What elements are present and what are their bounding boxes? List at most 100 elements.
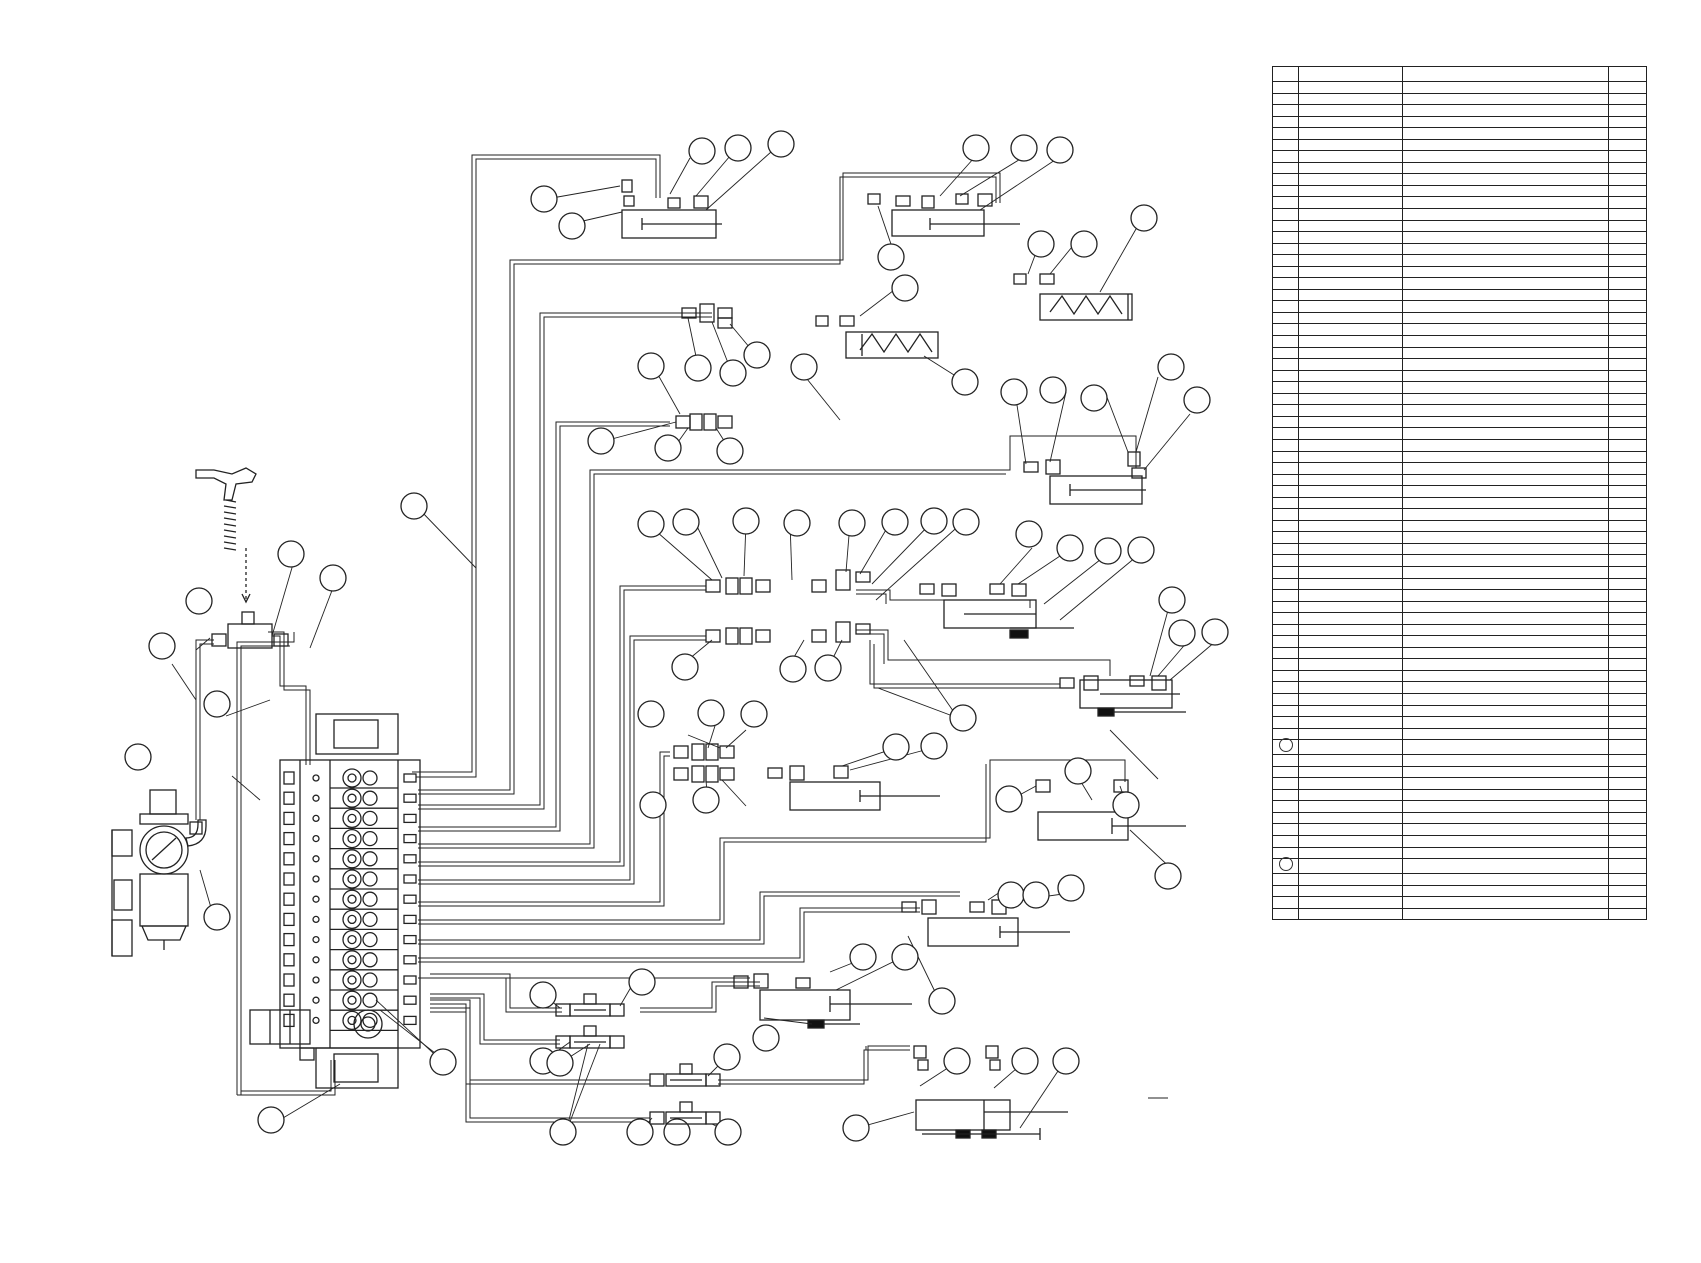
tube-fitting <box>767 767 783 779</box>
callout-bubble <box>838 509 866 537</box>
parts-table-cell <box>1608 392 1647 406</box>
parts-table-cell <box>1298 873 1403 886</box>
parts-table-cell <box>1608 254 1647 267</box>
tube-fitting <box>609 1035 625 1049</box>
parts-table-cell <box>1272 127 1299 140</box>
parts-table-cell <box>1298 335 1403 348</box>
parts-table-cell <box>1608 777 1647 790</box>
callout-bubble <box>881 508 909 536</box>
parts-table-row <box>1272 873 1647 886</box>
tube-fitting <box>623 195 635 207</box>
parts-table-cell <box>1608 565 1647 579</box>
leader-line <box>282 1083 341 1119</box>
solenoid-block <box>283 912 295 927</box>
parts-table-cell <box>1402 300 1609 313</box>
port-coil-center <box>347 934 357 945</box>
parts-table-cell <box>1298 565 1403 579</box>
leader-line <box>607 421 677 441</box>
parts-table-cell <box>1608 823 1647 836</box>
parts-table-cell <box>1608 473 1647 487</box>
cylinders <box>621 209 1186 1140</box>
parts-table-cell <box>1608 104 1647 117</box>
parts-table-cell <box>1402 658 1609 671</box>
port-coil-center <box>347 955 357 965</box>
parts-table-cell <box>1298 858 1403 875</box>
parts-table-cell <box>1298 254 1403 267</box>
parts-table-cell <box>1608 288 1647 302</box>
parts-table <box>1272 66 1647 921</box>
parts-table-cell <box>1298 219 1403 233</box>
tube-fitting <box>691 765 705 783</box>
port-coil-center <box>347 833 357 844</box>
tube-fitting <box>703 413 717 431</box>
parts-table-cell <box>1298 811 1403 825</box>
tube-fitting <box>739 627 753 645</box>
tube-fitting <box>955 193 969 205</box>
parts-table-cell <box>1298 450 1403 464</box>
parts-table-cell <box>1402 635 1609 648</box>
parts-table-cell <box>1298 242 1403 256</box>
parts-table-cell <box>1298 358 1403 371</box>
leader-line <box>1169 640 1217 681</box>
callout-bubble <box>558 212 586 240</box>
parts-table-cell <box>1272 358 1299 371</box>
tube-fitting <box>1083 675 1099 691</box>
outlet-fitting <box>403 874 417 884</box>
parts-table-cell <box>1272 811 1299 825</box>
parts-table-cell <box>1402 254 1609 267</box>
tube-fitting <box>719 745 735 759</box>
leader-line <box>959 157 1023 197</box>
parts-table-cell <box>1272 835 1299 848</box>
port-coil <box>362 891 378 907</box>
parts-table-cell <box>1402 846 1609 860</box>
tube-fitting <box>681 307 697 319</box>
port-coil <box>362 871 378 887</box>
parts-table-cell <box>1272 704 1299 718</box>
blow-gun <box>195 467 289 649</box>
port-coil <box>342 808 362 829</box>
parts-table-cell <box>1272 346 1299 360</box>
parts-table-cell <box>1608 265 1647 279</box>
callout-bubble <box>639 791 667 819</box>
callout-bubble <box>943 1047 971 1075</box>
parts-table-cell <box>1402 415 1609 429</box>
port-coil-center <box>347 975 357 985</box>
port-coil-center <box>347 813 357 824</box>
tube-fitting <box>1113 779 1129 793</box>
parts-table-cell <box>1608 277 1647 290</box>
tube-fitting <box>977 193 993 207</box>
parts-table-cell <box>1608 635 1647 648</box>
port-coil-center <box>347 1015 357 1026</box>
parts-table-cell <box>1402 265 1609 279</box>
parts-table-cell <box>1608 600 1647 614</box>
parts-table-cell <box>1298 542 1403 556</box>
parts-table-cell <box>1402 473 1609 487</box>
callout-bubble <box>124 743 152 771</box>
leader-line <box>802 373 841 421</box>
callout-bubble <box>713 1043 741 1071</box>
parts-table-cell <box>1298 646 1403 660</box>
callout-bubble <box>319 564 347 592</box>
leader-line <box>669 157 691 195</box>
parts-table-cell <box>1272 777 1299 790</box>
parts-table-cell <box>1608 138 1647 152</box>
leader-line <box>877 687 959 719</box>
parts-table-cell <box>1298 496 1403 510</box>
parts-table-cell <box>1402 173 1609 186</box>
parts-table-cell <box>1608 542 1647 556</box>
parts-table-cell <box>1298 346 1403 360</box>
parts-table-row <box>1272 242 1647 256</box>
parts-table-cell <box>1272 265 1299 279</box>
parts-table-row <box>1272 311 1647 325</box>
solenoid-block <box>283 771 295 785</box>
parts-table-cell <box>1402 115 1609 129</box>
parts-table-cell <box>1298 300 1403 313</box>
tube-fitting <box>835 569 851 591</box>
parts-table-cell <box>1298 765 1403 779</box>
parts-table-cell <box>1402 231 1609 244</box>
tube-fitting <box>833 765 849 779</box>
parts-table-cell <box>1272 612 1299 625</box>
tube-fitting <box>1151 675 1167 691</box>
parts-table-cell <box>1402 800 1609 813</box>
parts-table-cell <box>1298 554 1403 567</box>
